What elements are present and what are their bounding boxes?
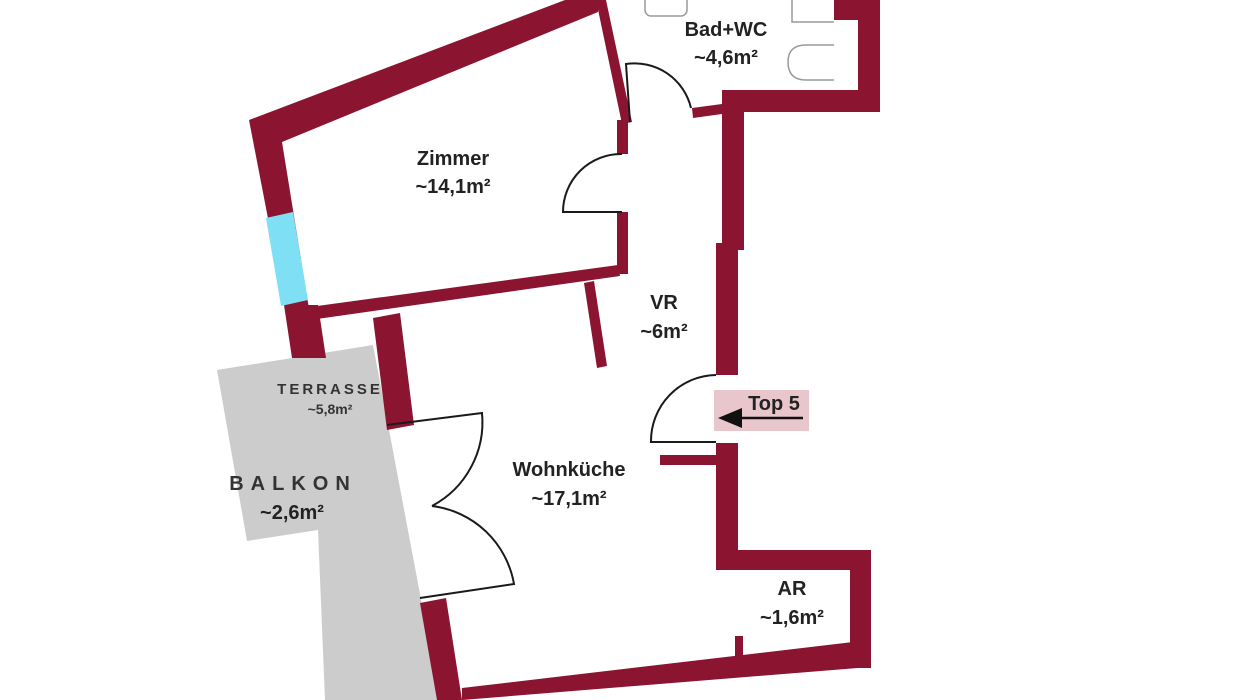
room-name-balkon: BALKON [229, 473, 357, 495]
room-area-wohnkueche: ~17,1m² [531, 488, 606, 510]
room-name-wohnkueche: Wohnküche [513, 459, 626, 481]
doors [386, 62, 717, 599]
wall-ar-north [716, 550, 871, 570]
wall-east-upper [722, 90, 744, 250]
wall-south [462, 640, 870, 700]
wall-west-stub [284, 305, 326, 358]
toilet-icon [787, 44, 834, 81]
room-name-vr: VR [650, 292, 678, 314]
room-area-zimmer: ~14,1m² [415, 176, 490, 198]
wall-living-west-lower [420, 598, 462, 700]
bathroom-fixtures [644, 0, 834, 81]
room-name-terrasse: TERRASSE [277, 381, 383, 398]
walls [249, 0, 880, 700]
wall-zimmer-east-upper [617, 120, 628, 154]
balcony-area [217, 345, 440, 700]
wall-ar-door-stub [735, 636, 743, 660]
room-area-balkon: ~2,6m² [260, 502, 324, 524]
room-area-terrasse: ~5,8m² [308, 401, 353, 417]
room-area-ar: ~1,6m² [760, 607, 824, 629]
wall-bath-south [722, 90, 880, 112]
wall-east-middle [716, 243, 738, 375]
wall-bath-east [834, 0, 880, 112]
room-area-bad: ~4,6m² [694, 47, 758, 69]
door-balcony-upper [386, 411, 484, 507]
door-zimmer [561, 152, 623, 213]
shower-tray-icon [791, 0, 834, 23]
wall-zimmer-south [288, 265, 620, 320]
door-balcony-lower [419, 505, 516, 599]
room-name-zimmer: Zimmer [417, 148, 489, 170]
entrance-label: Top 5 [748, 393, 800, 415]
wall-north-diagonal [249, 0, 598, 150]
wall-bath-door-stub [692, 104, 722, 118]
wall-zimmer-east-lower [617, 212, 628, 274]
arrow-left-icon [718, 408, 803, 428]
wall-bath-west [596, 0, 632, 124]
wall-vr-partition [584, 281, 607, 368]
wall-living-west-upper [373, 313, 414, 430]
wall-east-lower [716, 443, 738, 570]
room-name-bad: Bad+WC [685, 19, 768, 41]
door-bath [624, 62, 692, 123]
entrance-badge: Top 5 [714, 390, 809, 431]
room-name-ar: AR [778, 578, 807, 600]
room-area-vr: ~6m² [640, 321, 688, 343]
door-entrance [649, 374, 717, 443]
entrance-badge-bg [714, 390, 809, 431]
window [266, 212, 308, 306]
wall-entrance-stub [660, 455, 720, 465]
washbasin-icon [644, 0, 688, 17]
wall-ar-east [850, 550, 871, 668]
